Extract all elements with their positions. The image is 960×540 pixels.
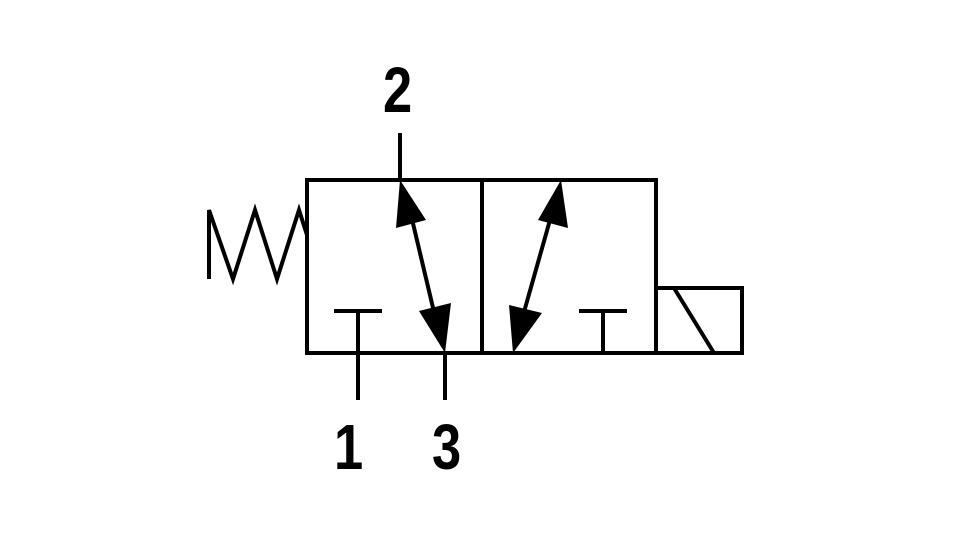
port-label-1: 1 xyxy=(334,411,364,483)
left-arrowhead-up xyxy=(396,180,426,228)
port-label-2: 2 xyxy=(383,54,413,126)
left-arrowhead-down xyxy=(419,303,451,353)
left-flow-path xyxy=(409,214,436,313)
spring-return-icon xyxy=(207,203,309,286)
solenoid-actuator-icon xyxy=(654,286,744,355)
right-flow-path xyxy=(522,219,552,313)
right-arrowhead-down xyxy=(509,305,542,353)
port-label-3: 3 xyxy=(432,411,462,483)
valve-envelope-left xyxy=(305,178,484,355)
solenoid-coil-diagonal xyxy=(672,286,716,355)
valve-envelope-right xyxy=(480,178,658,355)
right-arrowhead-up xyxy=(538,180,568,228)
